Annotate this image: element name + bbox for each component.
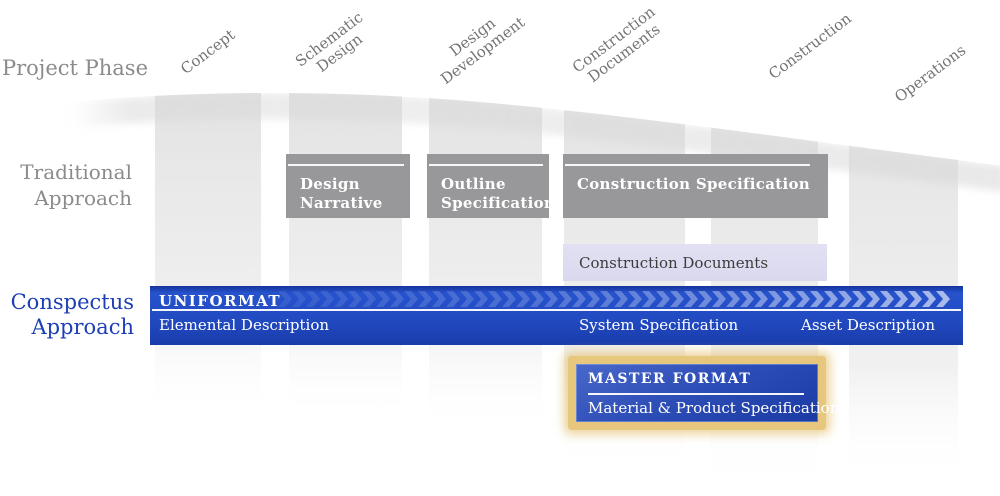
chevron-arrows-icon <box>278 291 950 307</box>
masterformat-subtitle: Material & Product Specification <box>588 399 840 417</box>
system-specification-label: System Specification <box>579 316 739 334</box>
uniformat-bar: UNIFORMAT Elemental Description System S… <box>150 286 963 345</box>
design-narrative-box: Design Narrative <box>286 154 410 218</box>
uniformat-divider-line <box>152 309 961 311</box>
construction-documents-box: Construction Documents <box>563 244 827 281</box>
construction-specification-box: Construction Specification <box>563 154 828 218</box>
asset-description-label: Asset Description <box>801 316 935 334</box>
elemental-description-label: Elemental Description <box>159 316 330 334</box>
masterformat-divider-line <box>588 393 804 395</box>
masterformat-inner-edge <box>576 364 818 422</box>
conspectus-approach-label: Conspectus Approach <box>10 290 134 339</box>
traditional-approach-label: Traditional Approach <box>20 160 132 210</box>
uniformat-title: UNIFORMAT <box>159 292 282 310</box>
outline-specification-box: Outline Specification <box>427 154 555 218</box>
masterformat-box: MASTER FORMAT Material & Product Specifi… <box>568 356 839 430</box>
project-phase-label: Project Phase <box>2 56 149 80</box>
masterformat-title: MASTER FORMAT <box>588 371 752 387</box>
